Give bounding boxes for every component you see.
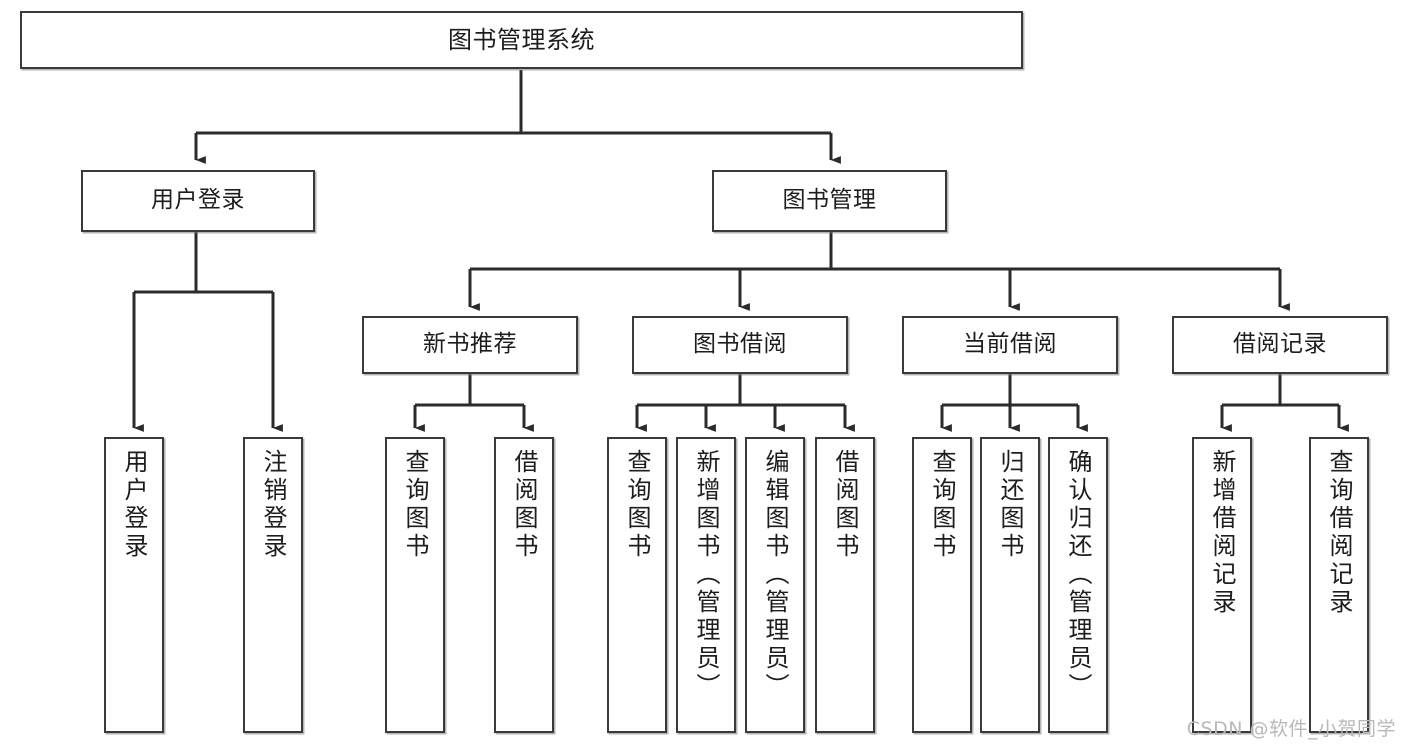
node-leaf-query-book-2[interactable]: 查询图书 xyxy=(607,437,667,733)
node-label: 注销登录 xyxy=(259,449,287,561)
node-leaf-confirm-return[interactable]: 确认归还（管理员） xyxy=(1048,437,1108,733)
node-book-management[interactable]: 图书管理 xyxy=(712,170,947,232)
node-leaf-return-book[interactable]: 归还图书 xyxy=(980,437,1040,733)
node-leaf-borrow-book-2[interactable]: 借阅图书 xyxy=(815,437,875,733)
node-label: 图书借阅 xyxy=(693,331,787,358)
node-current-borrow[interactable]: 当前借阅 xyxy=(902,316,1118,374)
node-leaf-borrow-book-1[interactable]: 借阅图书 xyxy=(494,437,554,733)
node-label: 借阅图书 xyxy=(831,449,859,561)
node-book-management-system[interactable]: 图书管理系统 xyxy=(20,11,1023,69)
node-new-book-recommend[interactable]: 新书推荐 xyxy=(362,316,578,374)
node-user-login[interactable]: 用户登录 xyxy=(81,170,315,232)
node-label: 查询图书 xyxy=(928,449,956,561)
node-label: 新增图书（管理员） xyxy=(692,449,720,701)
node-label: 图书管理 xyxy=(782,187,877,214)
node-leaf-user-logout[interactable]: 注销登录 xyxy=(243,437,303,733)
node-label: 查询图书 xyxy=(401,449,429,561)
node-leaf-add-record[interactable]: 新增借阅记录 xyxy=(1192,437,1252,733)
node-label: 用户登录 xyxy=(120,449,148,561)
node-label: 当前借阅 xyxy=(963,331,1057,358)
node-label: 借阅图书 xyxy=(510,449,538,561)
node-leaf-query-book-1[interactable]: 查询图书 xyxy=(385,437,445,733)
node-leaf-user-login[interactable]: 用户登录 xyxy=(104,437,164,733)
node-leaf-query-book-3[interactable]: 查询图书 xyxy=(912,437,972,733)
node-label: 用户登录 xyxy=(151,187,245,214)
node-leaf-add-book[interactable]: 新增图书（管理员） xyxy=(676,437,736,733)
node-label: 图书管理系统 xyxy=(448,25,595,54)
node-label: 查询借阅记录 xyxy=(1325,449,1353,617)
node-label: 查询图书 xyxy=(623,449,651,561)
node-label: 新书推荐 xyxy=(423,331,517,358)
watermark-text: CSDN @软件_小贺同学 xyxy=(1186,718,1396,740)
node-leaf-query-record[interactable]: 查询借阅记录 xyxy=(1309,437,1369,733)
node-label: 借阅记录 xyxy=(1233,331,1327,358)
node-leaf-edit-book[interactable]: 编辑图书（管理员） xyxy=(745,437,805,733)
node-label: 编辑图书（管理员） xyxy=(761,449,789,701)
node-label: 新增借阅记录 xyxy=(1208,449,1236,617)
node-borrow-record[interactable]: 借阅记录 xyxy=(1172,316,1388,374)
node-label: 归还图书 xyxy=(996,449,1024,561)
node-book-borrow[interactable]: 图书借阅 xyxy=(632,316,848,374)
node-label: 确认归还（管理员） xyxy=(1064,449,1092,701)
